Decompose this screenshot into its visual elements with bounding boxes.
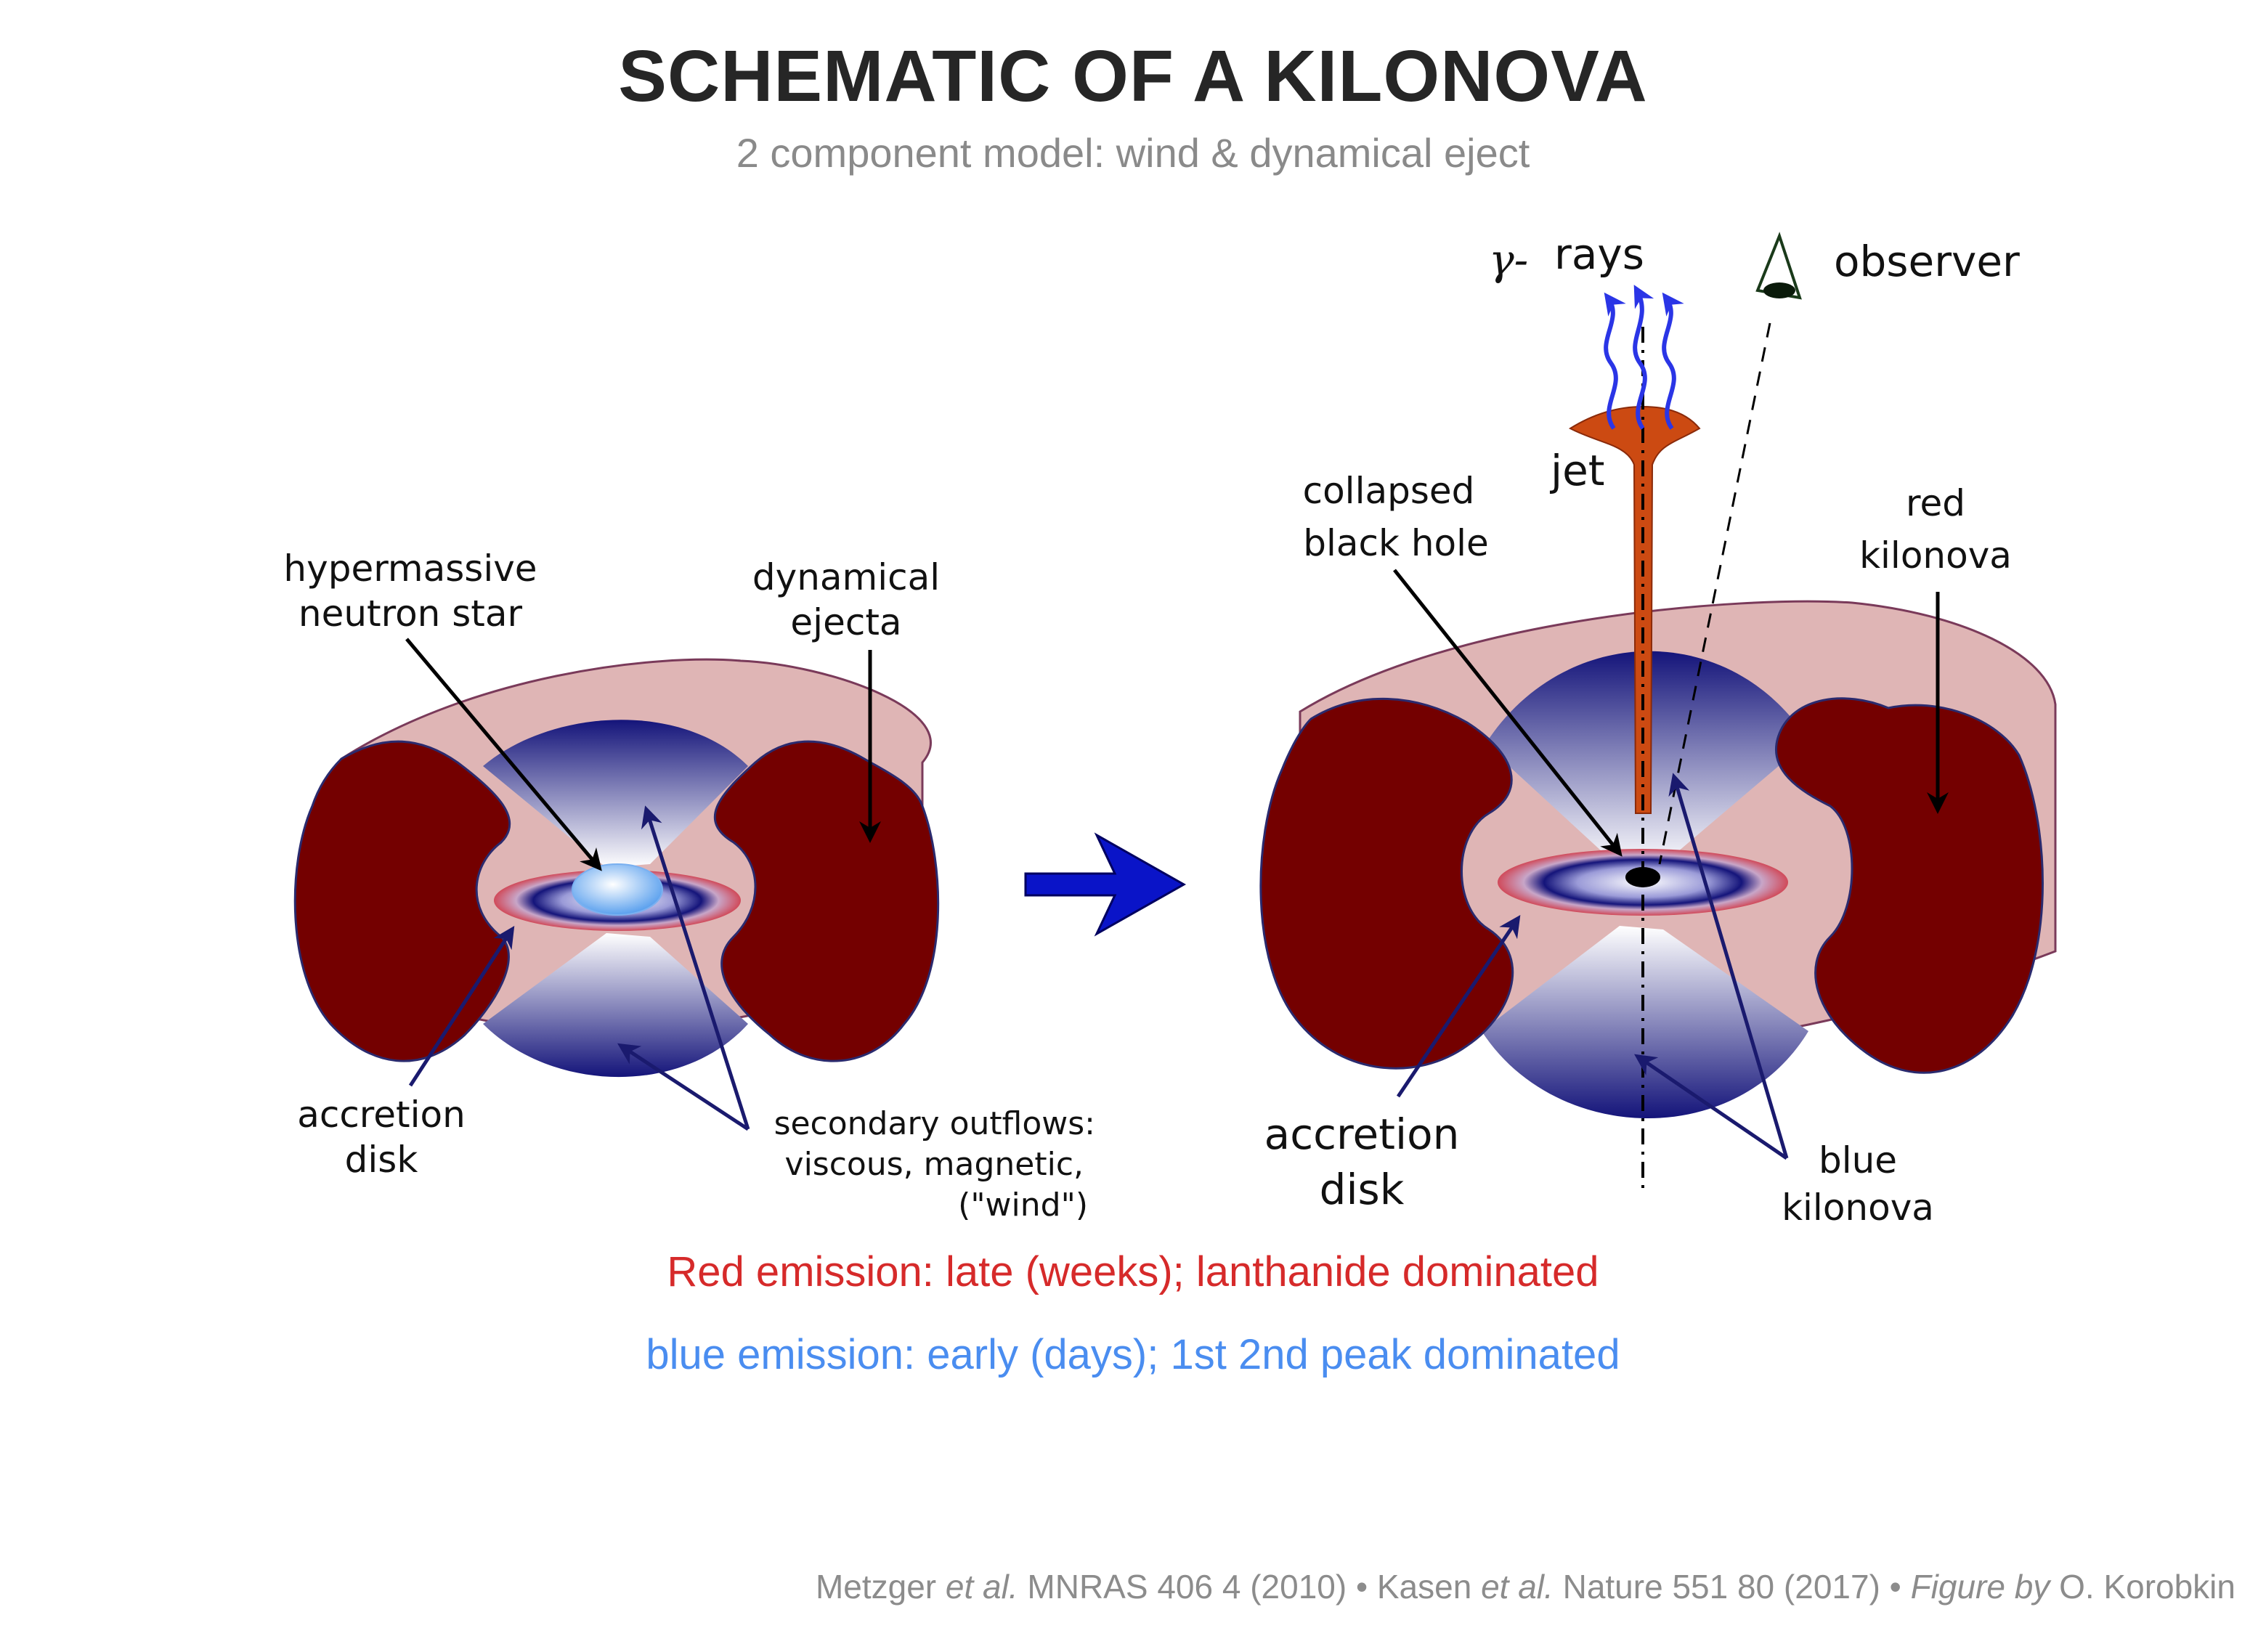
jet [1568,405,1701,814]
jet-label: jet [1549,446,1605,495]
dynamical-label-1: dynamical [752,556,940,598]
observer-sightline [1658,322,1771,865]
left-dynamical-ejecta-east [713,740,940,1062]
citation-credit: O. Korobkin [2059,1568,2235,1606]
citation: Metzger et al. MNRAS 406 4 (2010) • Kase… [816,1567,2235,1606]
left-wind-upper [483,720,748,868]
bh-label-2: black hole [1303,522,1489,564]
red-kilonova-label-1: red [1906,482,1965,524]
dynamical-label-2: ejecta [790,601,901,643]
outflow-arrow-down [617,1043,750,1131]
left-schematic: hypermassive neutron star dynamical ejec… [283,548,1095,1224]
gamma-ray-2 [1633,285,1654,430]
gamma-ray-1 [1604,292,1626,430]
transition-arrow [1024,832,1187,937]
citation-sep2: • [1889,1568,1901,1606]
observer-label: observer [1834,237,2020,286]
citation-author1: Metzger [815,1568,937,1606]
eye-icon [1755,232,1802,300]
outflow-label-1: secondary outflows: [774,1105,1095,1142]
citation-etal1: et al. [945,1568,1018,1606]
right-disk-label-2: disk [1320,1165,1405,1214]
blue-kilonova-label-2: kilonova [1782,1187,1934,1229]
gamma-rays-label: rays [1554,229,1644,279]
right-dynamical-ejecta-east [1774,697,2044,1074]
gamma-symbol: γ- [1489,235,1528,285]
left-disk-label-2: disk [345,1139,418,1181]
citation-author2: Kasen [1376,1568,1472,1606]
bh-arrow [1393,569,1623,857]
right-wind-lower [1482,926,1808,1119]
left-wind-lower [483,933,748,1078]
left-disk-label-1: accretion [297,1094,466,1136]
left-disk-arrow [408,925,515,1087]
citation-ref2: Nature 551 80 (2017) [1562,1568,1880,1606]
citation-ref1: MNRAS 406 4 (2010) [1027,1568,1347,1606]
outflow-label-3: ("wind") [958,1187,1088,1224]
gamma-ray-3 [1662,292,1684,430]
outflow-arrow-up [641,805,750,1130]
blue-kilonova-arrow-up [1668,773,1789,1159]
right-schematic: γ- rays observer jet collapsed black hol… [1259,229,2057,1229]
page-subtitle: 2 component model: wind & dynamical ejec… [736,130,1530,176]
page-title: SCHEMATIC OF A KILONOVA [618,36,1648,117]
hms-label-1: hypermassive [283,548,537,590]
red-kilonova-label-2: kilonova [1859,534,2012,577]
right-dynamical-ejecta-west [1259,698,1514,1070]
left-neutron-star [572,863,663,916]
citation-etal2: et al. [1481,1568,1554,1606]
right-disk-label-1: accretion [1264,1110,1460,1159]
blue-kilonova-label-1: blue [1819,1139,1897,1181]
blue-kilonova-arrow-down [1634,1054,1788,1160]
red-emission-note: Red emission: late (weeks); lanthanide d… [667,1248,1599,1295]
citation-figby: Figure by [1910,1568,2050,1606]
hms-label-2: neutron star [299,593,523,635]
outflow-label-2: viscous, magnetic, [785,1146,1084,1183]
right-disk-arrow [1396,915,1521,1098]
left-dynamical-ejecta-west [293,740,511,1062]
citation-sep1: • [1355,1568,1368,1606]
bh-label-1: collapsed [1303,470,1475,512]
hms-arrow [405,638,602,871]
blue-emission-note: blue emission: early (days); 1st 2nd pea… [646,1331,1620,1378]
